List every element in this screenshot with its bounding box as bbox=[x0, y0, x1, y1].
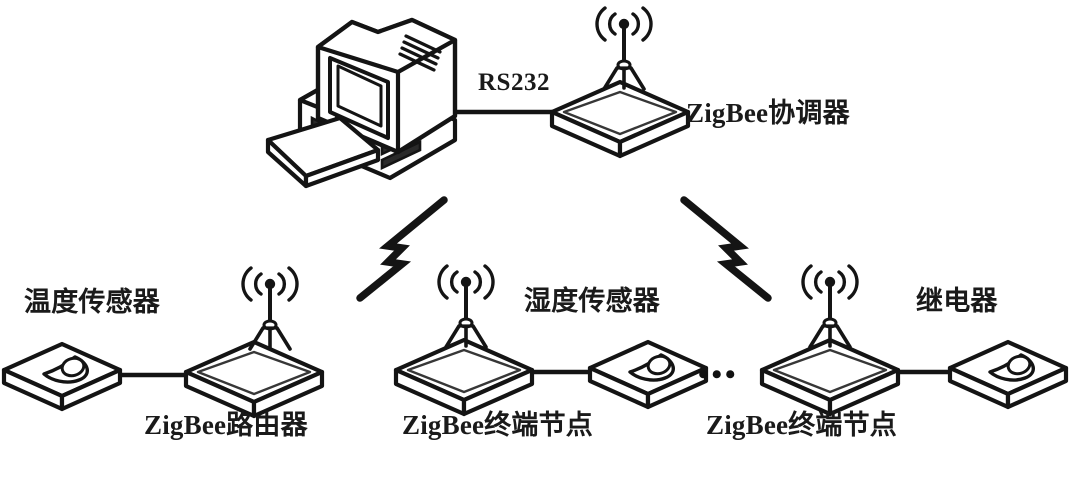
wireless-link-bolt-right bbox=[684, 200, 768, 298]
zigbee-end-node-2-device bbox=[762, 264, 898, 414]
label-zigbee-end-node-1: ZigBee终端节点 bbox=[402, 410, 593, 440]
label-zigbee-router: ZigBee路由器 bbox=[144, 410, 308, 440]
label-relay: 继电器 bbox=[916, 286, 998, 316]
zigbee-end-node-1-device bbox=[396, 264, 532, 414]
label-humidity-sensor: 湿度传感器 bbox=[524, 286, 660, 316]
humidity-sensor-device bbox=[590, 342, 706, 407]
temperature-sensor-device bbox=[4, 344, 120, 409]
zigbee-router-device bbox=[186, 266, 322, 416]
label-zigbee-end-node-2: ZigBee终端节点 bbox=[706, 410, 897, 440]
zigbee-coordinator-device bbox=[552, 6, 688, 156]
relay-device bbox=[950, 342, 1066, 407]
label-rs232: RS232 bbox=[478, 69, 550, 96]
label-temperature-sensor: 温度传感器 bbox=[24, 287, 160, 317]
wireless-link-bolt-left bbox=[360, 200, 444, 298]
label-ellipsis: ••• bbox=[698, 358, 739, 391]
desktop-computer-icon bbox=[265, 17, 458, 189]
label-zigbee-coordinator: ZigBee协调器 bbox=[686, 98, 850, 128]
